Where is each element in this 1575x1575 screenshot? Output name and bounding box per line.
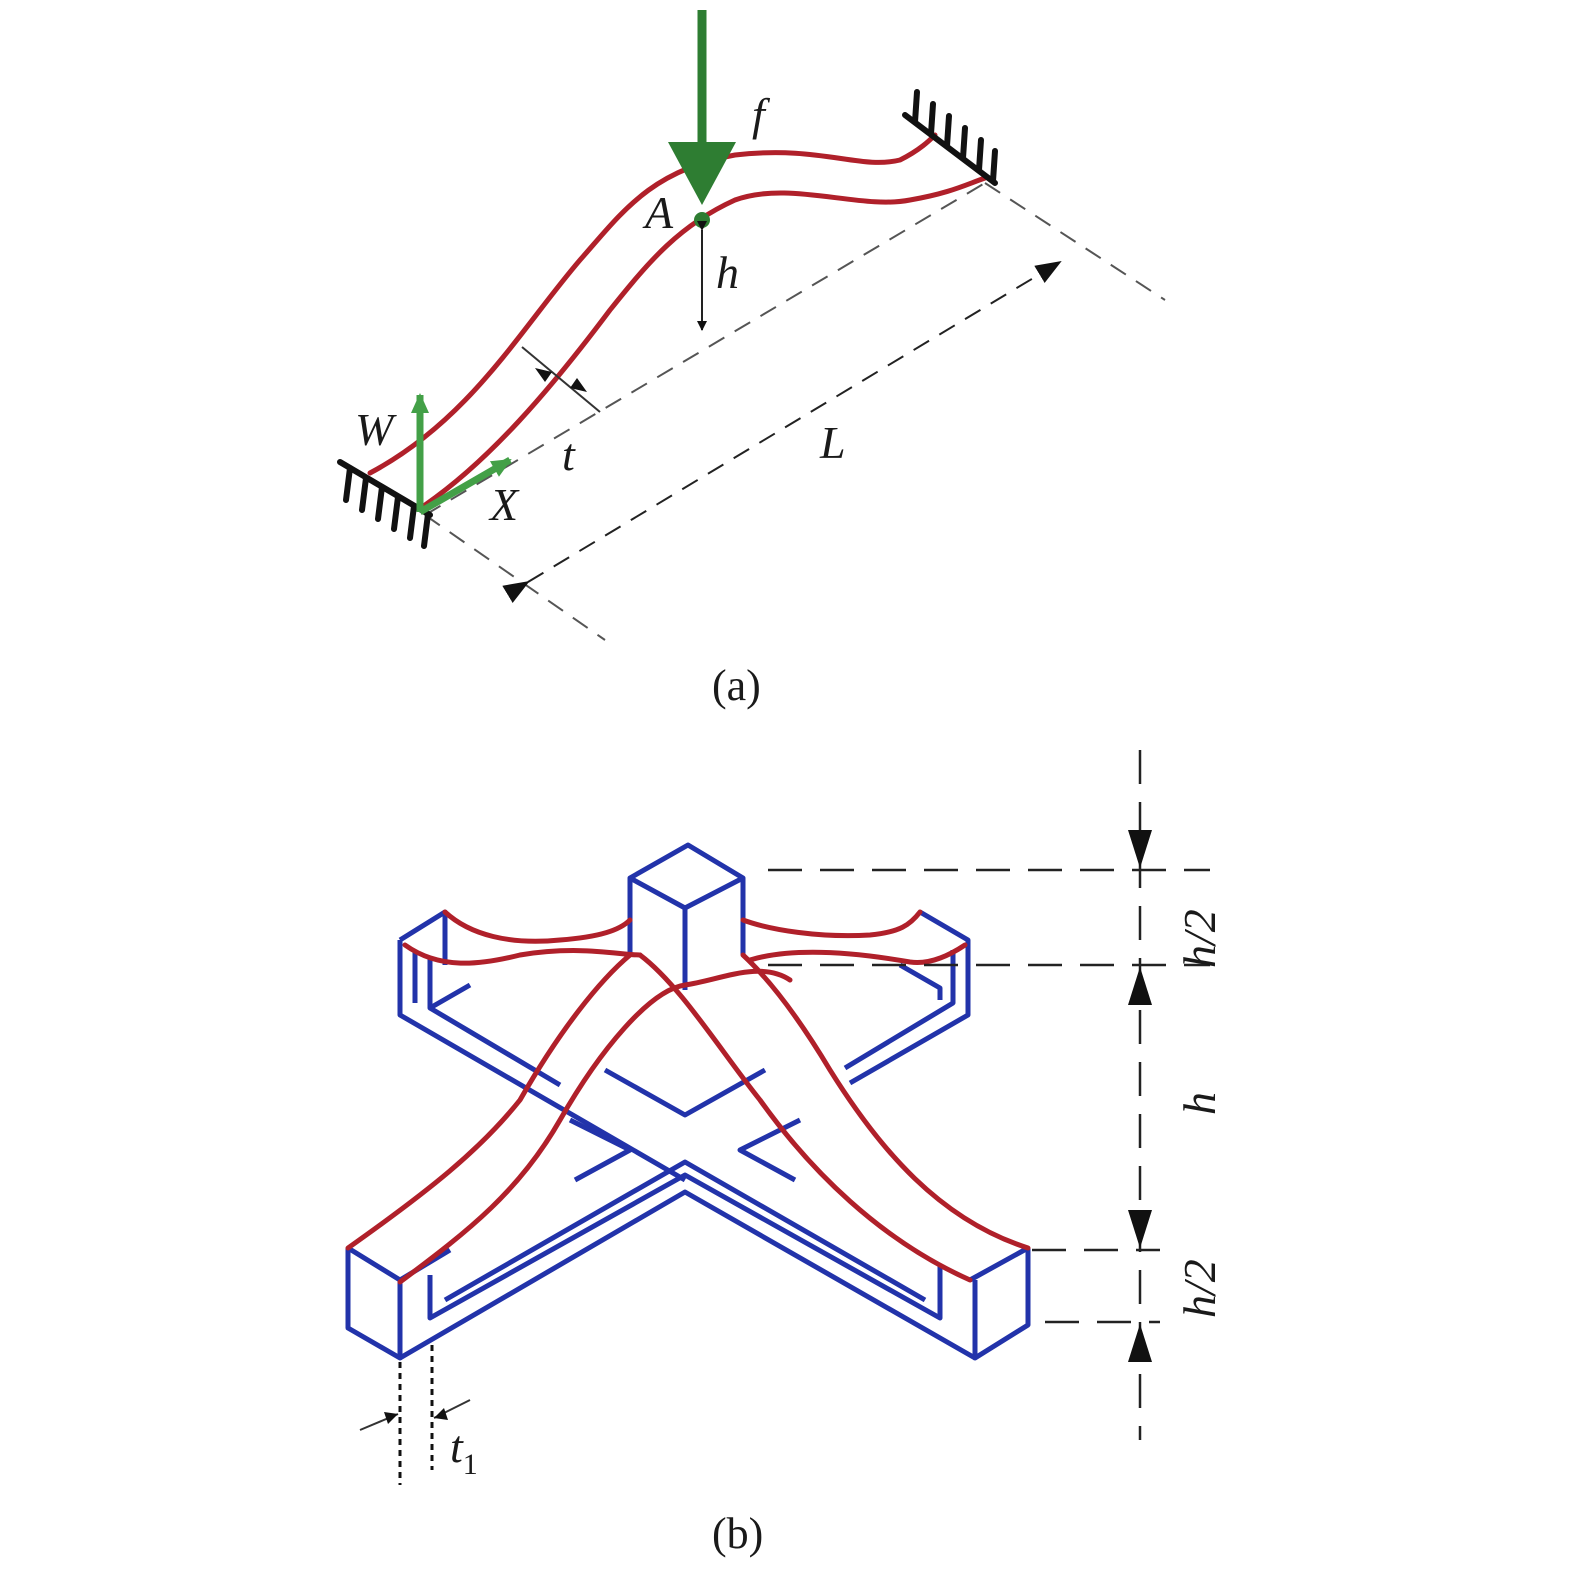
beam-right-bottom — [747, 942, 968, 966]
thickness-label-b-subscript: 1 — [463, 1448, 478, 1481]
axis-x-label: X — [488, 479, 520, 530]
beam-diag-4 — [740, 952, 1031, 1251]
panel-a: f A h t L W X (a) — [337, 10, 1166, 710]
front-right-block — [968, 1245, 1031, 1361]
center-post — [627, 842, 746, 990]
beam-left-bottom — [402, 942, 643, 966]
front-left-block — [345, 1245, 452, 1361]
point-a-label: A — [642, 187, 674, 238]
dim-bottom-label: h/2 — [1174, 1259, 1225, 1318]
frame-inner-left-notch — [568, 1117, 633, 1183]
curved-beam — [367, 132, 988, 508]
right-fixed-support — [902, 89, 998, 186]
force-arrow — [668, 10, 736, 205]
dim-mid-label: h — [1174, 1092, 1225, 1115]
caption-b: (b) — [712, 1509, 763, 1558]
frame-back-right-arm — [843, 909, 971, 1086]
length-label: L — [819, 417, 846, 468]
beam-diag-1 — [345, 952, 633, 1251]
panel-b: h/2 h h/2 t1 (b) — [345, 750, 1225, 1558]
thickness-label-b: t1 — [450, 1421, 478, 1481]
dim-top-label: h/2 — [1174, 909, 1225, 968]
frame-inner-right-notch — [737, 1117, 802, 1183]
point-a-marker — [694, 212, 710, 228]
left-fixed-support — [337, 459, 433, 549]
frame-center-diamond — [603, 1067, 767, 1118]
coordinate-axes — [411, 393, 512, 516]
axis-w-label: W — [355, 404, 397, 455]
beam-diag-3 — [637, 952, 973, 1283]
reference-dashes — [424, 182, 1166, 641]
thickness-label-b-main: t — [450, 1421, 464, 1472]
length-dimension — [502, 260, 1062, 603]
caption-a: (a) — [712, 661, 761, 710]
force-label: f — [752, 89, 771, 140]
height-dimensions-b — [768, 750, 1210, 1440]
beam-diag-2 — [397, 968, 793, 1285]
curved-beams-b — [345, 909, 1031, 1285]
thickness-indicator-a — [521, 346, 601, 413]
frame-front-arms — [398, 1159, 977, 1361]
thickness-label-a: t — [562, 429, 576, 480]
beam-right-top — [740, 909, 923, 939]
beam-left-top — [442, 909, 633, 944]
beam-upper-edge — [367, 132, 938, 476]
thickness-dimension-b — [359, 1345, 471, 1485]
height-label-a: h — [716, 247, 739, 298]
